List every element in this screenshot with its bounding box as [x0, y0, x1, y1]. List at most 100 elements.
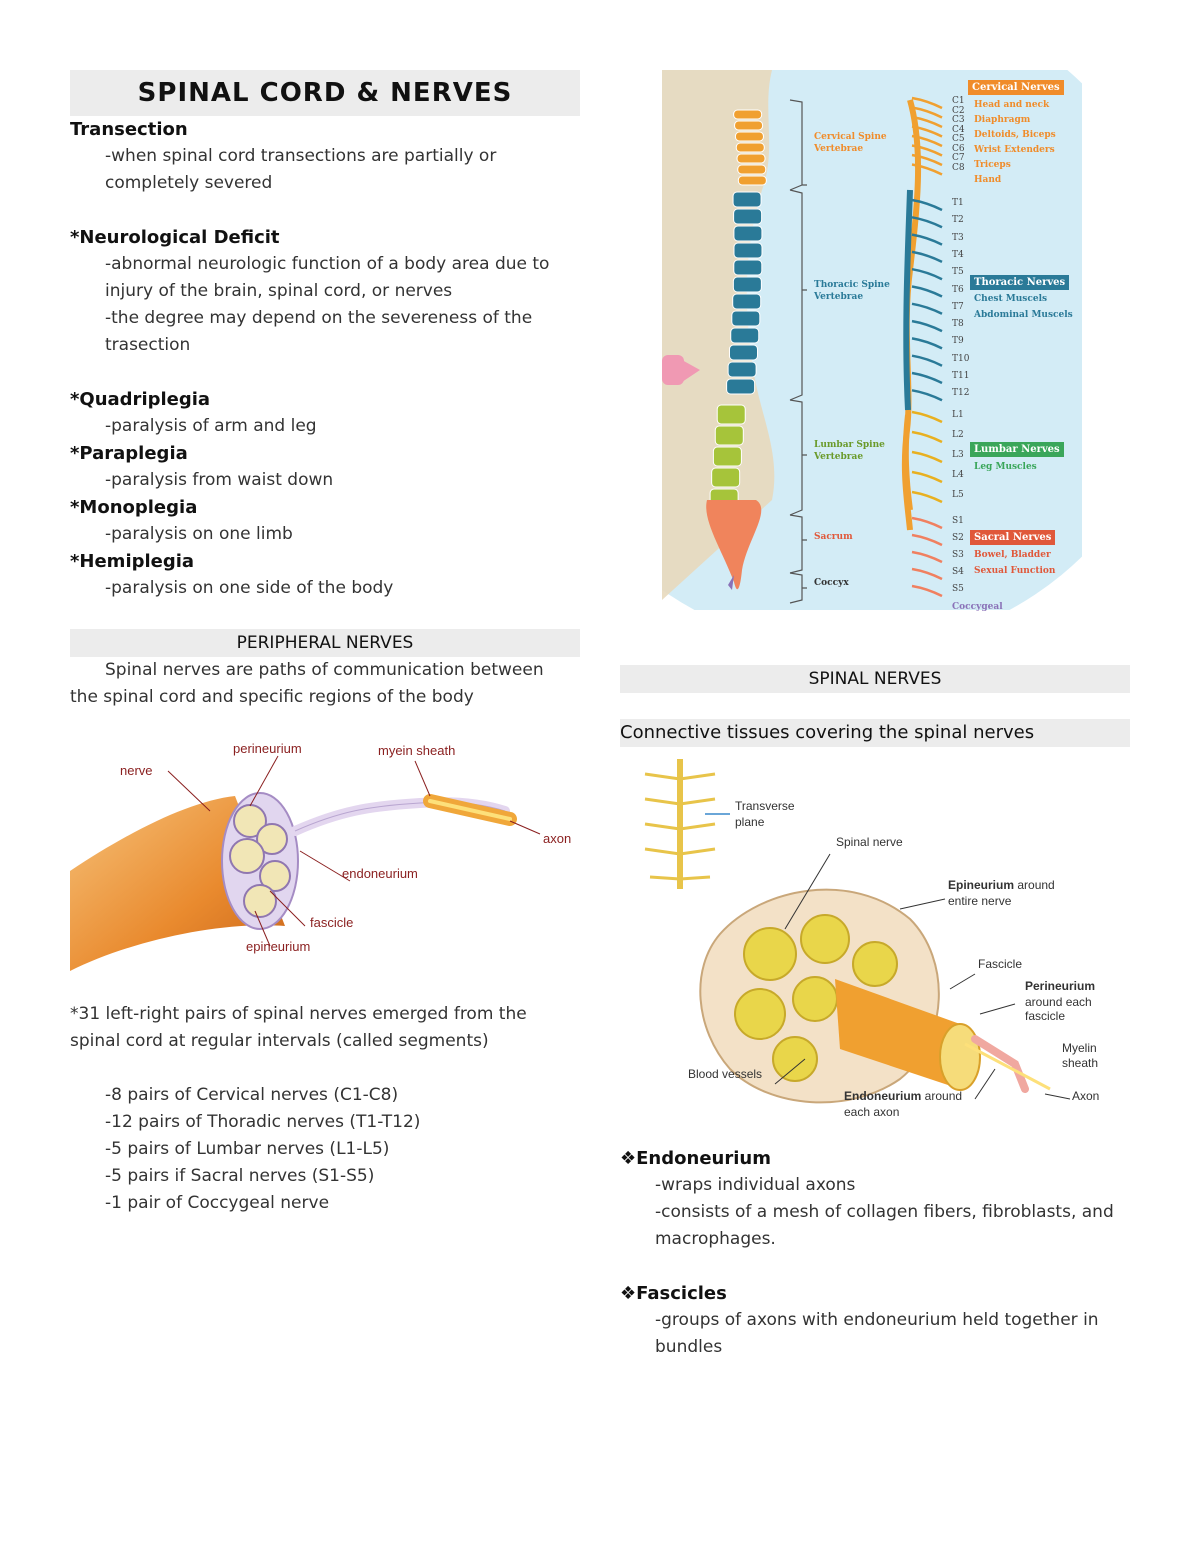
- nerve-root-L4: [911, 470, 943, 484]
- nerve-root-T7: [911, 302, 943, 315]
- nerve-root-S5: [911, 584, 943, 598]
- nerve-root-T11: [911, 371, 943, 385]
- cervical-nerves-badge: Cervical Nerves: [968, 80, 1064, 95]
- nerve-root-C3: [911, 115, 943, 129]
- level-T5: T5: [952, 267, 964, 278]
- deficit-line4: trasection: [105, 335, 191, 355]
- vertebra-16: [728, 344, 758, 361]
- level-S5: S5: [952, 584, 964, 594]
- label-axon: axon: [543, 831, 572, 846]
- spine-diagram: Cervical Spine Vertebrae Thoracic Spine …: [522, 0, 1182, 650]
- label-fascicle: Fascicle: [978, 957, 1023, 971]
- label-perineurium: Perineurium: [1025, 979, 1096, 993]
- level-T1: T1: [952, 198, 964, 208]
- nerve-root-C2: [911, 106, 943, 119]
- thoracic-spine-label: Thoracic Spine: [814, 280, 890, 290]
- nerve-root-T1: [911, 198, 943, 212]
- level-S1: S1: [952, 516, 964, 526]
- l-sub-0: Leg Muscles: [974, 462, 1037, 472]
- peripheral-line1: Spinal nerves are paths of communication…: [105, 660, 544, 680]
- level-T8: T8: [952, 319, 964, 330]
- tissue-illustration: [644, 759, 1071, 1104]
- label-axon: Axon: [1072, 1089, 1100, 1103]
- c-sub-3: Wrist Extenders: [974, 145, 1055, 155]
- label-endoneurium: endoneurium: [342, 866, 418, 881]
- level-T2: T2: [952, 215, 964, 226]
- coccyx-label: Coccyx: [814, 578, 849, 588]
- vertebra-18: [726, 378, 756, 395]
- nerve-diagram: nerve perineurium myein sheath axon endo…: [70, 741, 580, 971]
- vertebra-5: [737, 164, 767, 175]
- spine-illustration: [522, 0, 1182, 650]
- fascicles-heading: ❖Fascicles: [620, 1283, 727, 1304]
- label-endoneurium-bold: Endoneurium: [844, 1089, 922, 1103]
- nerve-root-T5: [911, 267, 943, 281]
- level-C1: C1: [952, 96, 965, 106]
- transection-line2: completely severed: [105, 173, 273, 193]
- c-sub-5: Hand: [974, 175, 1002, 185]
- cervical-spine-label: Cervical Spine: [814, 132, 887, 142]
- hemi-heading: *Hemiplegia: [70, 551, 195, 572]
- nerve-root-C6: [911, 144, 943, 157]
- thoracic-nerves-badge: Thoracic Nerves: [970, 275, 1070, 290]
- deficit-heading: *Neurological Deficit: [70, 227, 280, 248]
- label-fascicle: fascicle: [310, 915, 354, 930]
- hemi-text: -paralysis on one side of the body: [105, 578, 394, 598]
- level-C2: C2: [952, 105, 965, 116]
- vertebra-20: [714, 425, 744, 446]
- vertebra-17: [727, 361, 757, 378]
- nerve-root-T2: [911, 216, 943, 229]
- transection-line1: -when spinal cord transections are parti…: [105, 146, 497, 166]
- level-L3: L3: [952, 450, 964, 460]
- level-C5: C5: [952, 134, 965, 144]
- sacral-nerves-badge: Sacral Nerves: [970, 530, 1056, 545]
- label-epineurium: epineurium: [246, 939, 311, 954]
- label-perineurium-3: fascicle: [1025, 1009, 1066, 1023]
- t-sub-1: Abdominal Muscels: [974, 310, 1073, 320]
- level-C8: C8: [952, 162, 965, 173]
- mono-text: -paralysis on one limb: [105, 524, 293, 544]
- c-sub-0: Head and neck: [974, 100, 1050, 110]
- nerve-root-T12: [911, 389, 943, 402]
- coccygeal-label: Coccygeal: [952, 602, 1003, 612]
- nerve-root-C7: [911, 153, 943, 167]
- nerve-root-T8: [911, 319, 943, 333]
- level-L1: L1: [952, 410, 964, 420]
- label-epineurium-rest: around: [1014, 878, 1055, 892]
- nerve-root-T3: [911, 233, 943, 246]
- left-column: SPINAL CORD & NERVES Transection -when s…: [70, 70, 580, 1217]
- level-T11: T11: [952, 371, 970, 381]
- nerve-root-T10: [911, 354, 943, 367]
- label-blood-vessels: Blood vessels: [688, 1067, 763, 1081]
- level-T7: T7: [952, 301, 964, 312]
- pairs-lumbar: -5 pairs of Lumbar nerves (L1-L5): [105, 1139, 390, 1159]
- connective-heading: Connective tissues covering the spinal n…: [620, 719, 1130, 747]
- para-text: -paralysis from waist down: [105, 470, 334, 490]
- label-myelin-2: sheath: [1062, 1056, 1099, 1070]
- nerve-root-C5: [911, 134, 943, 148]
- pairs-line2: spinal cord at regular intervals (called…: [70, 1031, 489, 1051]
- nerve-root-S3: [911, 550, 943, 564]
- vertebra-2: [734, 131, 764, 142]
- lumbar-vert-label: Vertebrae: [814, 452, 864, 462]
- level-C7: C7: [952, 153, 965, 163]
- nerve-root-S1: [911, 516, 943, 530]
- deficit-line2: injury of the brain, spinal cord, or ner…: [105, 281, 453, 301]
- fascicles-line1: -groups of axons with endoneurium held t…: [655, 1310, 1099, 1330]
- nerve-illustration: [70, 755, 541, 971]
- nerve-roots: [911, 96, 943, 598]
- tissue-diagram: Transverse plane Spinal nerve Epineurium…: [620, 759, 1130, 1139]
- vertebra-1: [734, 120, 764, 131]
- nerve-root-L5: [911, 490, 943, 504]
- pairs-sacral: -5 pairs if Sacral nerves (S1-S5): [105, 1166, 375, 1186]
- pairs-line1: *31 left-right pairs of spinal nerves em…: [70, 1004, 527, 1024]
- level-L2: L2: [952, 430, 964, 440]
- nerve-root-T4: [911, 250, 943, 264]
- t-sub-0: Chest Muscels: [974, 294, 1048, 304]
- label-perineurium-2: around each: [1025, 995, 1092, 1009]
- s-sub-1: Sexual Function: [974, 566, 1056, 576]
- vertebra-0: [733, 109, 763, 120]
- level-C6: C6: [952, 143, 965, 154]
- label-myelin-1: Myelin: [1062, 1041, 1097, 1055]
- vertebra-14: [731, 310, 761, 327]
